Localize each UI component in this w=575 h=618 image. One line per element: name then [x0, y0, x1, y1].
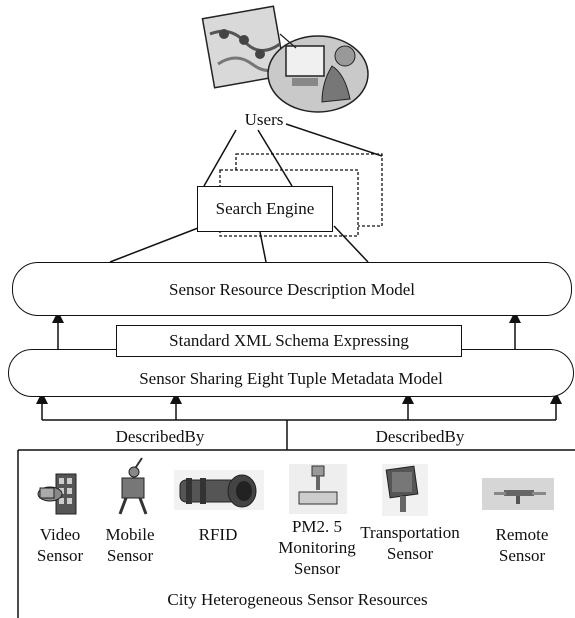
users-illustration-icon: [201, 5, 369, 113]
metadata-model-label: Sensor Sharing Eight Tuple Metadata Mode…: [139, 369, 443, 388]
xml-schema-label: Standard XML Schema Expressing: [169, 331, 409, 350]
search-engine-label: Search Engine: [215, 199, 315, 218]
xml-schema-box: [116, 325, 462, 357]
remote-sensor-icon: [482, 478, 554, 510]
sensor-label-rfid: RFID: [198, 525, 238, 544]
described-by-right-label: DescribedBy: [375, 427, 465, 446]
description-model-label: Sensor Resource Description Model: [169, 280, 415, 299]
resources-title: City Heterogeneous Sensor Resources: [167, 590, 428, 609]
traffic-sensor-icon: [382, 464, 428, 516]
pm25-monitor-icon: [289, 464, 347, 514]
rfid-reader-icon: [174, 470, 264, 510]
video-camera-icon: [37, 473, 77, 515]
metadata-model-box: [8, 349, 574, 397]
described-by-left-label: DescribedBy: [115, 427, 205, 446]
mobile-sensor-icon: [118, 457, 148, 515]
description-model-box: [12, 262, 572, 316]
search-engine-box: [197, 186, 333, 232]
users-label: Users: [244, 110, 284, 129]
